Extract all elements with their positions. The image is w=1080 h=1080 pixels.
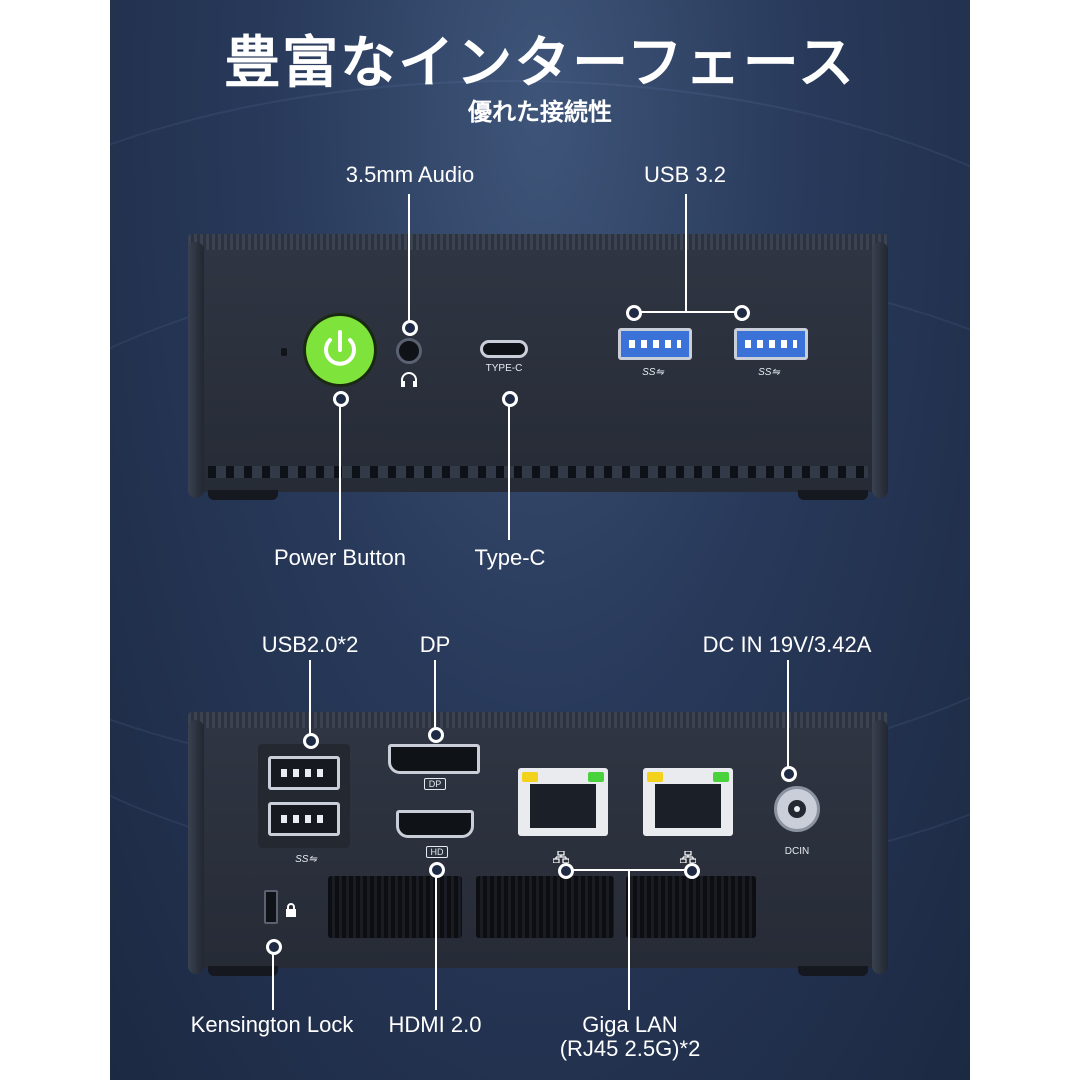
kensington-leader — [272, 948, 274, 1010]
audio-leader — [408, 194, 410, 324]
lan-led-yellow — [522, 772, 538, 782]
dp-dot — [428, 727, 444, 743]
dcin-label: DC IN 19V/3.42A — [702, 632, 872, 657]
device-side — [188, 720, 204, 974]
dp-port — [388, 744, 480, 774]
lock-icon — [284, 902, 298, 918]
lan-socket — [655, 784, 721, 828]
typec-label: Type-C — [474, 545, 546, 570]
audio-jack — [396, 338, 422, 364]
usb32-port — [618, 328, 692, 360]
power-leader — [339, 400, 341, 540]
network-icon — [552, 848, 570, 864]
hdmi-leader — [435, 872, 437, 1010]
lan-port — [643, 768, 733, 836]
device-top-edge — [188, 234, 888, 250]
lan-port — [518, 768, 608, 836]
usb32-label: USB 3.2 — [644, 162, 726, 187]
dcin-mark: DCIN — [784, 846, 810, 857]
power-button[interactable] — [306, 316, 374, 384]
rear-vent — [328, 876, 462, 938]
page-subtitle: 優れた接続性 — [468, 98, 612, 126]
usb32-port — [734, 328, 808, 360]
device-foot — [208, 490, 278, 500]
product-panel: 豊富なインターフェース 優れた接続性 3.5mm Audio USB 3.2 T… — [110, 0, 970, 1080]
front-vents — [208, 466, 868, 478]
usb20-label: USB2.0*2 — [261, 632, 359, 657]
kensington-label: Kensington Lock — [190, 1012, 354, 1037]
usb20-port — [268, 756, 340, 790]
rear-vent — [476, 876, 614, 938]
network-icon — [679, 848, 697, 864]
device-foot — [798, 966, 868, 976]
kensington-dot — [266, 939, 282, 955]
status-led — [281, 348, 287, 356]
usb20-port — [268, 802, 340, 836]
typec-mark: TYPE-C — [485, 363, 523, 374]
page-title: 豊富なインターフェース — [224, 31, 856, 96]
lan-leader — [628, 870, 630, 1010]
hdmi-dot — [429, 862, 445, 878]
lan-dot — [558, 863, 574, 879]
headphone-icon — [399, 372, 419, 388]
usb32-dot — [626, 305, 642, 321]
lan-led-yellow — [647, 772, 663, 782]
device-foot — [208, 966, 278, 976]
lan-label-line2: (RJ45 2.5G)*2 — [559, 1036, 701, 1061]
usb32-dot — [734, 305, 750, 321]
device-top-edge — [188, 712, 888, 728]
typec-dot — [502, 391, 518, 407]
ss-logo: SS⇋ — [295, 854, 317, 865]
device-body — [188, 248, 888, 492]
rear-device: SS⇋ DP HD DCIN — [188, 712, 888, 980]
usb32-leader — [634, 311, 742, 313]
lan-led-green — [588, 772, 604, 782]
power-dot — [333, 391, 349, 407]
usb32-leader — [685, 194, 687, 312]
lan-led-green — [713, 772, 729, 782]
ss-logo: SS⇋ — [642, 367, 664, 378]
typec-leader — [508, 400, 510, 540]
device-side — [188, 242, 204, 498]
audio-label: 3.5mm Audio — [345, 162, 475, 187]
kensington-slot — [264, 890, 278, 924]
lan-dot — [684, 863, 700, 879]
dp-leader — [434, 660, 436, 735]
device-side — [872, 720, 888, 974]
device-side — [872, 242, 888, 498]
typec-port — [480, 340, 528, 358]
hdmi-port — [396, 810, 474, 838]
front-device: TYPE-C SS⇋ SS⇋ — [188, 234, 888, 504]
lan-label-line1: Giga LAN — [582, 1012, 678, 1037]
hd-mark: HD — [426, 846, 448, 858]
usb20-dot — [303, 733, 319, 749]
power-label: Power Button — [273, 545, 407, 570]
ss-logo: SS⇋ — [758, 367, 780, 378]
dcin-leader — [787, 660, 789, 772]
dcin-jack — [774, 786, 820, 832]
rear-vent — [626, 876, 756, 938]
power-icon — [324, 330, 356, 366]
dp-label: DP — [419, 632, 451, 657]
audio-dot — [402, 320, 418, 336]
dcin-dot — [781, 766, 797, 782]
device-foot — [798, 490, 868, 500]
usb20-leader — [309, 660, 311, 740]
dp-mark: DP — [424, 778, 446, 790]
hdmi-label: HDMI 2.0 — [388, 1012, 482, 1037]
lan-socket — [530, 784, 596, 828]
